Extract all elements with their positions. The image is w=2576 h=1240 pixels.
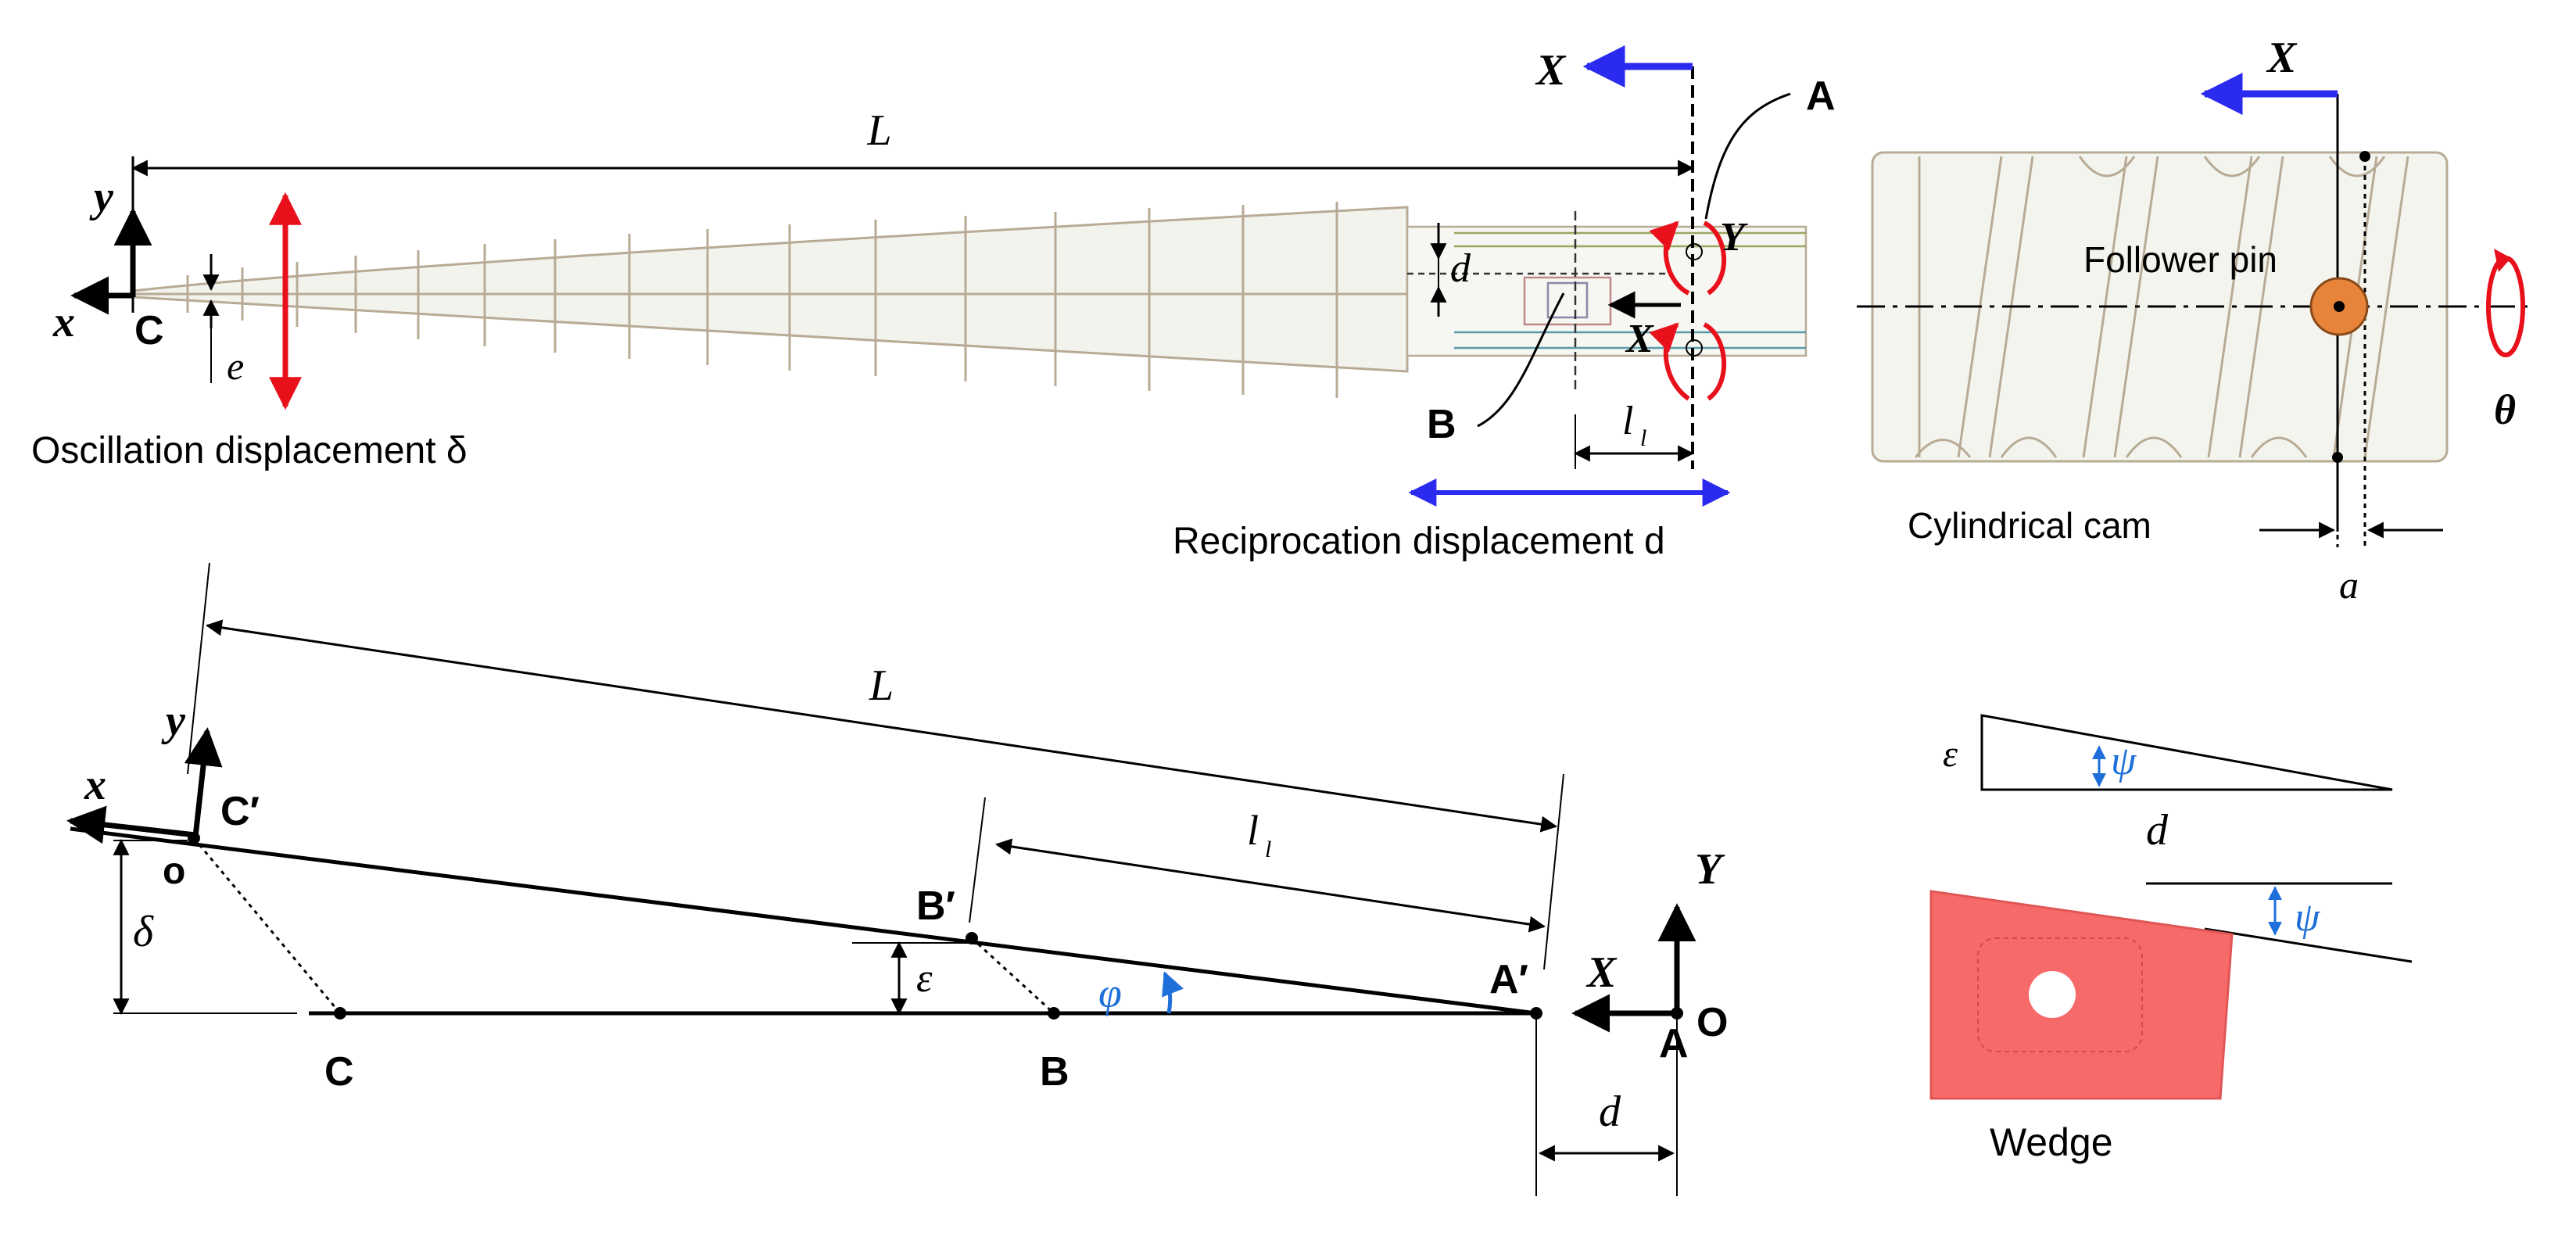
- inclined-beam: [70, 826, 1537, 1016]
- offset-e-label: e: [227, 344, 244, 388]
- point-b-prime-label: B′: [916, 883, 955, 929]
- epsilon-label: ε: [916, 956, 933, 1001]
- offset-d-label: d: [1450, 246, 1471, 291]
- follower-label: Follower pin: [2083, 239, 2277, 280]
- reciprocation-caption: Reciprocation displacement d: [1173, 521, 1665, 562]
- global-axis-y-label: Y: [1695, 845, 1725, 894]
- d-lower-label: d: [1599, 1088, 1621, 1136]
- point-a-prime-label: A′: [1489, 957, 1528, 1002]
- mechanism-block: [1406, 211, 1807, 391]
- inclined-l1-label: l: [1247, 807, 1259, 854]
- axis-x-label: x: [52, 298, 75, 346]
- delta-label: δ: [133, 908, 154, 956]
- point-a-lower-label: A: [1659, 1021, 1689, 1066]
- point-c-label: C: [134, 308, 164, 353]
- offset-a-label: a: [2339, 563, 2359, 607]
- phi-arc: [1162, 971, 1184, 1014]
- point-c-label-lower: C: [324, 1049, 354, 1095]
- cam-caption: Cylindrical cam: [1908, 505, 2151, 546]
- point-o-left-label: o: [163, 851, 185, 892]
- axis-y-label: y: [89, 173, 114, 221]
- point-b-label-lower: B: [1040, 1049, 1069, 1095]
- cam-axis-x-label: X: [2266, 34, 2298, 82]
- inclined-l1-subscript: l: [1265, 837, 1271, 862]
- point-b-label: B: [1427, 402, 1456, 447]
- global-axis-x-label: X: [1585, 948, 1618, 997]
- length-l-label: L: [866, 106, 891, 155]
- tapered-beam-body: [131, 206, 1409, 373]
- axis-x-mid-label: X: [1625, 317, 1654, 361]
- cylindrical-cam: X Follower pin θ Cylindrical cam a: [1857, 34, 2533, 607]
- wedge-epsilon-label: ε: [1943, 733, 1958, 775]
- wedge-hole: [2029, 971, 2076, 1018]
- point-c-prime-label: C′: [220, 789, 260, 834]
- wedge-psi-bottom-label: ψ: [2295, 895, 2321, 940]
- axis-x-top-label: X: [1535, 46, 1567, 95]
- wedge-d-label: d: [2146, 806, 2169, 855]
- wedge-part: [1929, 890, 2234, 1100]
- point-o-label: O: [1696, 1000, 1728, 1045]
- length-l1-subscript: l: [1640, 425, 1646, 451]
- phi-label: φ: [1098, 969, 1122, 1016]
- wedge-psi-top-label: ψ: [2111, 739, 2137, 783]
- inclined-axis-x-label: x: [84, 761, 106, 809]
- wedge-diagram: ε ψ d ψ Wedge: [1929, 714, 2413, 1164]
- point-a-label: A: [1806, 73, 1836, 119]
- kinematic-schematic: L l l y x C′ o δ C B′ ε B φ A′ X Y: [66, 562, 1728, 1196]
- oscillation-caption: Oscillation displacement δ: [31, 430, 468, 471]
- inclined-axis-y-label: y: [161, 697, 186, 745]
- beam-diagram: L y x C e d X A Y X: [31, 45, 1836, 562]
- axis-y-upper-label: Y: [1720, 215, 1748, 260]
- wedge-triangle: [1980, 714, 2393, 791]
- inclined-length-label: L: [869, 661, 894, 710]
- length-l-dimension-inclined: [205, 619, 1558, 833]
- length-l1-label: l: [1622, 399, 1633, 443]
- theta-label: θ: [2494, 386, 2516, 433]
- wedge-caption: Wedge: [1990, 1120, 2113, 1164]
- length-l1-dimension-inclined: [994, 838, 1546, 933]
